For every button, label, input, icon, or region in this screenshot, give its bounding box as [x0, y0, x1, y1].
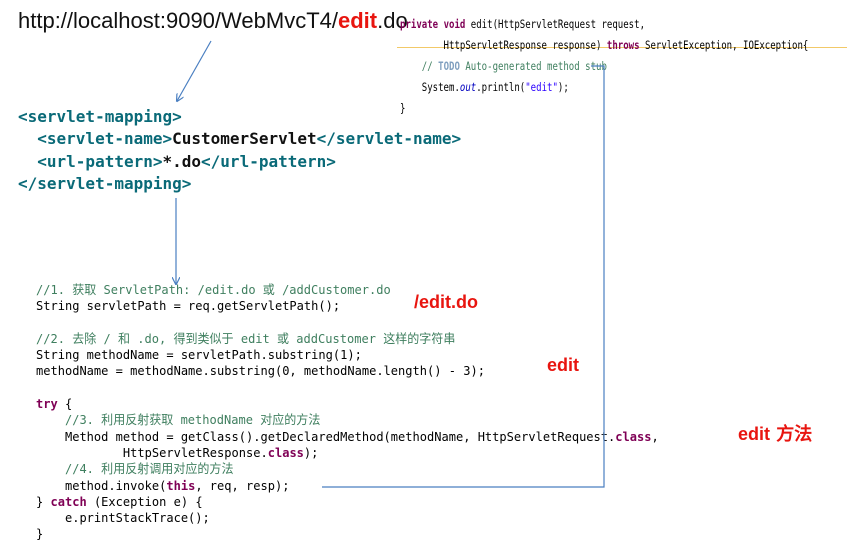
code-line: e.printStackTrace();	[36, 510, 210, 526]
code-line: method.invoke(this, req, resp);	[36, 477, 290, 493]
code-line: } catch (Exception e) {	[36, 493, 203, 509]
arrow-url-to-mapping	[177, 40, 212, 101]
code-line: // TODO Auto-generated method stub	[400, 59, 607, 73]
code-comment: //4. 利用反射调用对应的方法	[36, 461, 234, 477]
url-highlight: edit	[337, 8, 378, 33]
connector-invoke-to-edit	[322, 65, 605, 488]
code-line: private void edit(HttpServletRequest req…	[400, 17, 646, 31]
xml-line: <servlet-name>CustomerServlet</servlet-n…	[18, 129, 462, 149]
xml-line: </servlet-mapping>	[18, 173, 192, 193]
url-suffix: .do	[377, 8, 408, 33]
annotation-method-name: edit	[547, 355, 580, 375]
code-comment: //1. 获取 ServletPath: /edit.do 或 /addCust…	[36, 282, 391, 297]
code-line: String methodName = servletPath.substrin…	[36, 347, 362, 363]
code-line: try {	[36, 396, 73, 412]
code-comment: //2. 去除 / 和 .do, 得到类似于 edit 或 addCustome…	[36, 330, 456, 346]
edit-method-code: private void edit(HttpServletRequest req…	[400, 14, 808, 119]
code-comment: //3. 利用反射获取 methodName 对应的方法	[36, 412, 321, 428]
request-url: http://localhost:9090/WebMvcT4/edit.do	[18, 8, 408, 34]
code-line: HttpServletResponse.class);	[36, 444, 319, 460]
code-line: System.out.println("edit");	[400, 80, 569, 94]
annotation-servlet-path: /edit.do	[414, 292, 478, 312]
servlet-mapping-xml: <servlet-mapping> <servlet-name>Customer…	[18, 106, 461, 195]
code-line: Method method = getClass().getDeclaredMe…	[36, 428, 659, 444]
code-line: methodName = methodName.substring(0, met…	[36, 363, 485, 379]
editor-current-line	[397, 47, 847, 48]
url-prefix: http://localhost:9090/WebMvcT4/	[18, 8, 338, 33]
xml-line: <url-pattern>*.do</url-pattern>	[18, 151, 336, 171]
xml-line: <servlet-mapping>	[18, 107, 182, 126]
code-line: }	[36, 526, 44, 542]
code-line: }	[400, 101, 406, 115]
annotation-method: edit 方法	[738, 424, 813, 445]
servlet-dispatch-code: //1. 获取 ServletPath: /edit.do 或 /addCust…	[36, 282, 659, 543]
code-line: String servletPath = req.getServletPath(…	[36, 298, 341, 314]
code-line: HttpServletResponse response) throws Ser…	[400, 38, 809, 52]
